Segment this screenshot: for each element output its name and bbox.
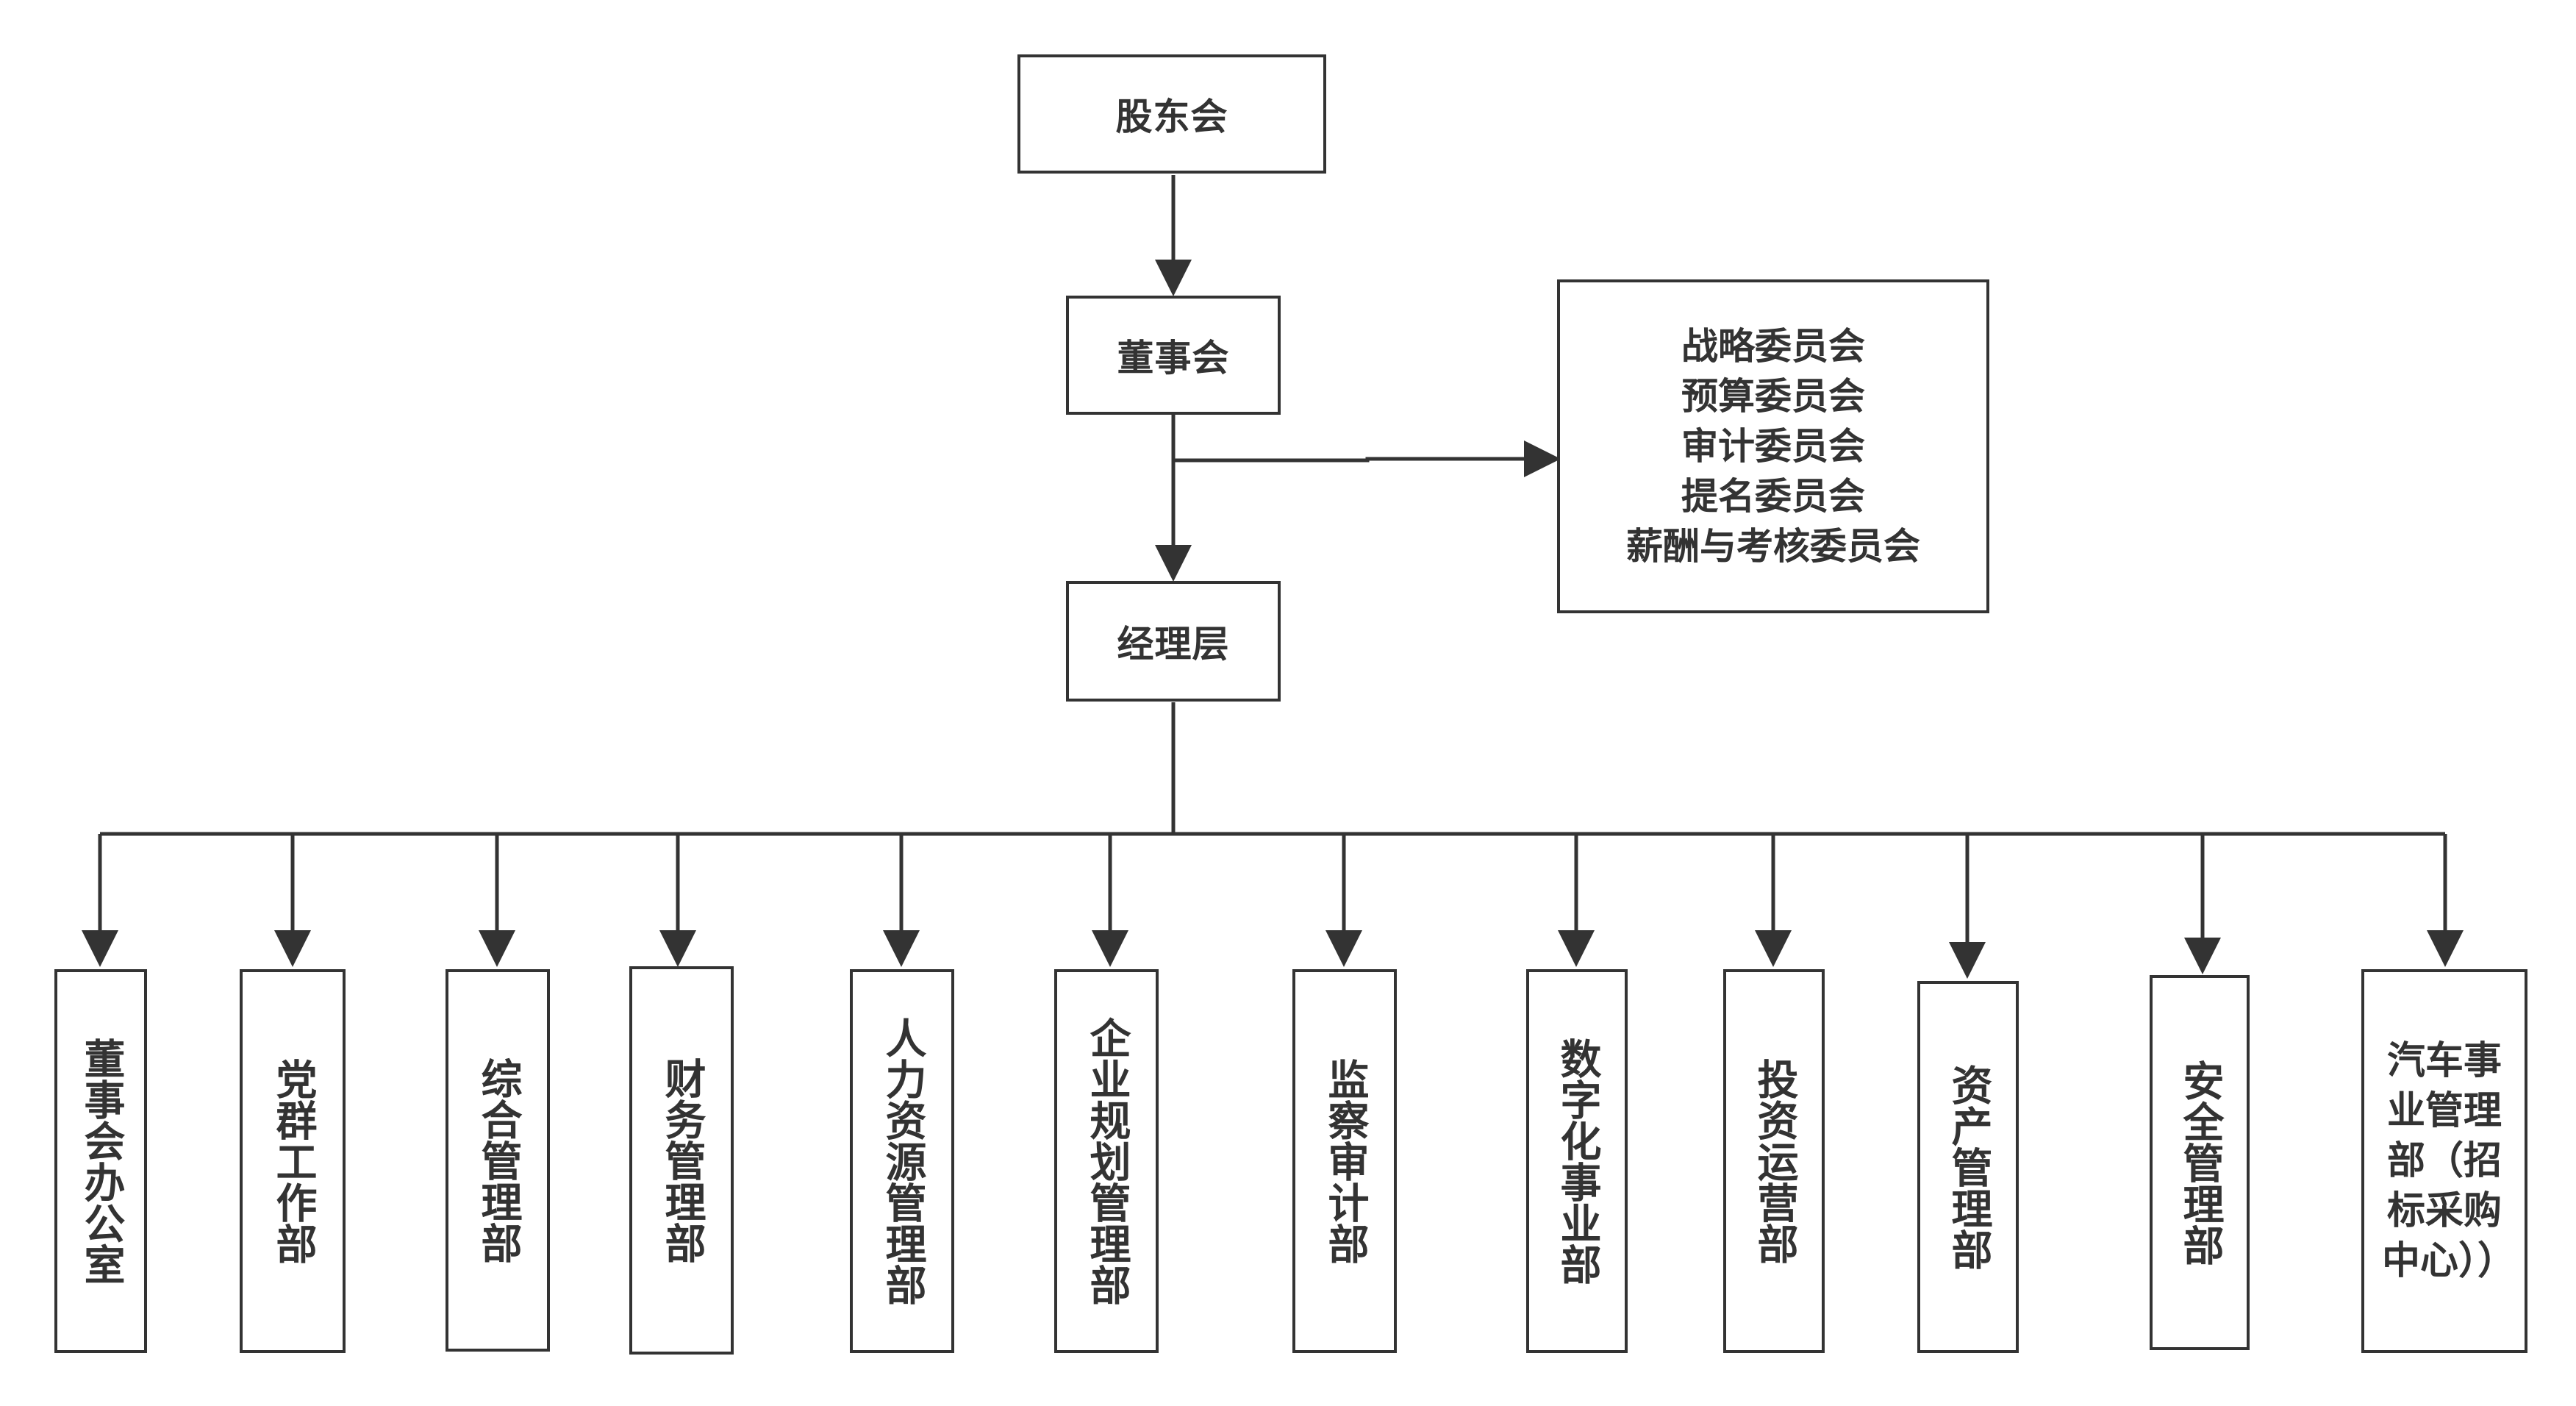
department-box-1: 董事会办公室 <box>54 969 147 1353</box>
department-box-3: 综合管理部 <box>446 969 550 1352</box>
committee-item: 薪酬与考核委员会 <box>1626 525 1920 568</box>
committee-item: 提名委员会 <box>1681 475 1865 518</box>
arrow-board-to-committees <box>1173 440 1561 477</box>
committee-item: 审计委员会 <box>1681 425 1865 468</box>
department-box-11: 安全管理部 <box>2150 975 2250 1350</box>
committee-item: 战略委员会 <box>1681 325 1865 368</box>
department-box-10: 资产管理部 <box>1917 981 2019 1353</box>
committees-box: 战略委员会 预算委员会 审计委员会 提名委员会 薪酬与考核委员会 <box>1557 279 1989 613</box>
committee-item: 预算委员会 <box>1681 375 1865 418</box>
department-label: 综合管理部 <box>474 1057 522 1263</box>
department-label: 监察审计部 <box>1321 1058 1369 1264</box>
department-box-2: 党群工作部 <box>240 969 346 1353</box>
management-box: 经理层 <box>1066 581 1281 702</box>
department-label: 董事会办公室 <box>77 1038 125 1285</box>
department-label: 人力资源管理部 <box>879 1017 926 1305</box>
department-label: 汽车事业管理部（招标采购中心）） <box>2382 1039 2516 1283</box>
department-box-12: 汽车事业管理部（招标采购中心）） <box>2361 969 2527 1353</box>
management-label: 经理层 <box>1117 623 1230 665</box>
department-box-4: 财务管理部 <box>629 966 734 1355</box>
department-label: 企业规划管理部 <box>1083 1017 1131 1305</box>
department-label: 数字化事业部 <box>1553 1038 1601 1285</box>
department-label: 资产管理部 <box>1944 1064 1992 1270</box>
department-box-5: 人力资源管理部 <box>850 969 954 1353</box>
department-box-7: 监察审计部 <box>1292 969 1397 1353</box>
department-box-9: 投资运营部 <box>1723 969 1825 1353</box>
department-label: 党群工作部 <box>269 1058 317 1264</box>
board-label: 董事会 <box>1117 337 1230 379</box>
shareholders-box: 股东会 <box>1017 54 1326 174</box>
shareholders-label: 股东会 <box>1115 96 1228 138</box>
department-box-6: 企业规划管理部 <box>1054 969 1159 1353</box>
department-label: 安全管理部 <box>2176 1060 2224 1266</box>
department-label: 财务管理部 <box>658 1057 706 1263</box>
department-box-8: 数字化事业部 <box>1526 969 1628 1353</box>
department-label: 投资运营部 <box>1750 1058 1798 1264</box>
board-box: 董事会 <box>1066 296 1281 415</box>
